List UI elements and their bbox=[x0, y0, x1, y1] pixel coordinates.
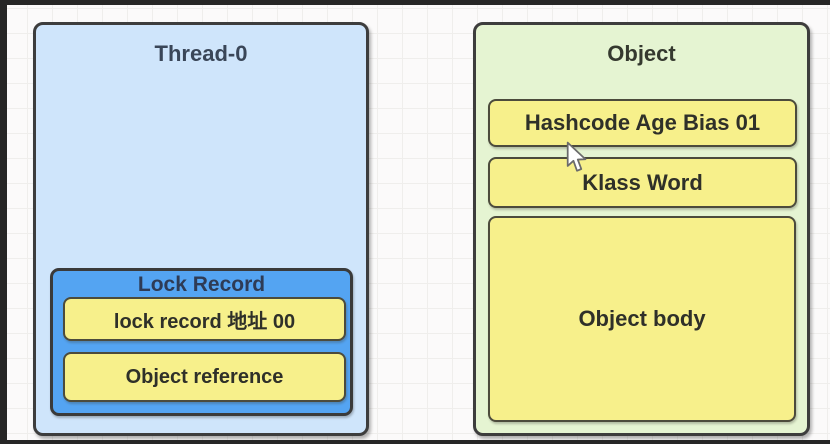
object-box[interactable]: Object Hashcode Age Bias 01 Klass Word O… bbox=[473, 22, 810, 436]
object-title: Object bbox=[607, 41, 676, 66]
klass-word-label: Klass Word bbox=[582, 169, 703, 195]
object-body-label: Object body bbox=[578, 306, 706, 331]
thread-0-title: Thread-0 bbox=[154, 41, 248, 66]
lock-record-address-slot[interactable]: lock record 地址 00 bbox=[63, 297, 346, 341]
lock-record-title: Lock Record bbox=[137, 273, 266, 296]
object-body-slot[interactable]: Object body bbox=[488, 216, 796, 422]
lock-record-box[interactable]: Lock Record lock record 地址 00 Object ref… bbox=[50, 268, 353, 416]
object-reference-label: Object reference bbox=[125, 365, 284, 388]
thread-0-box[interactable]: Thread-0 Lock Record lock record 地址 00 O… bbox=[33, 22, 369, 436]
mark-word-label: Hashcode Age Bias 01 bbox=[524, 110, 761, 135]
video-frame-top-edge bbox=[0, 0, 830, 5]
klass-word-slot[interactable]: Klass Word bbox=[488, 157, 797, 208]
mark-word-slot[interactable]: Hashcode Age Bias 01 bbox=[488, 99, 797, 147]
video-frame-bottom-edge bbox=[0, 440, 830, 444]
video-frame-left-edge bbox=[0, 0, 7, 444]
lock-record-address-label: lock record 地址 00 bbox=[113, 310, 296, 333]
object-reference-slot[interactable]: Object reference bbox=[63, 352, 346, 402]
